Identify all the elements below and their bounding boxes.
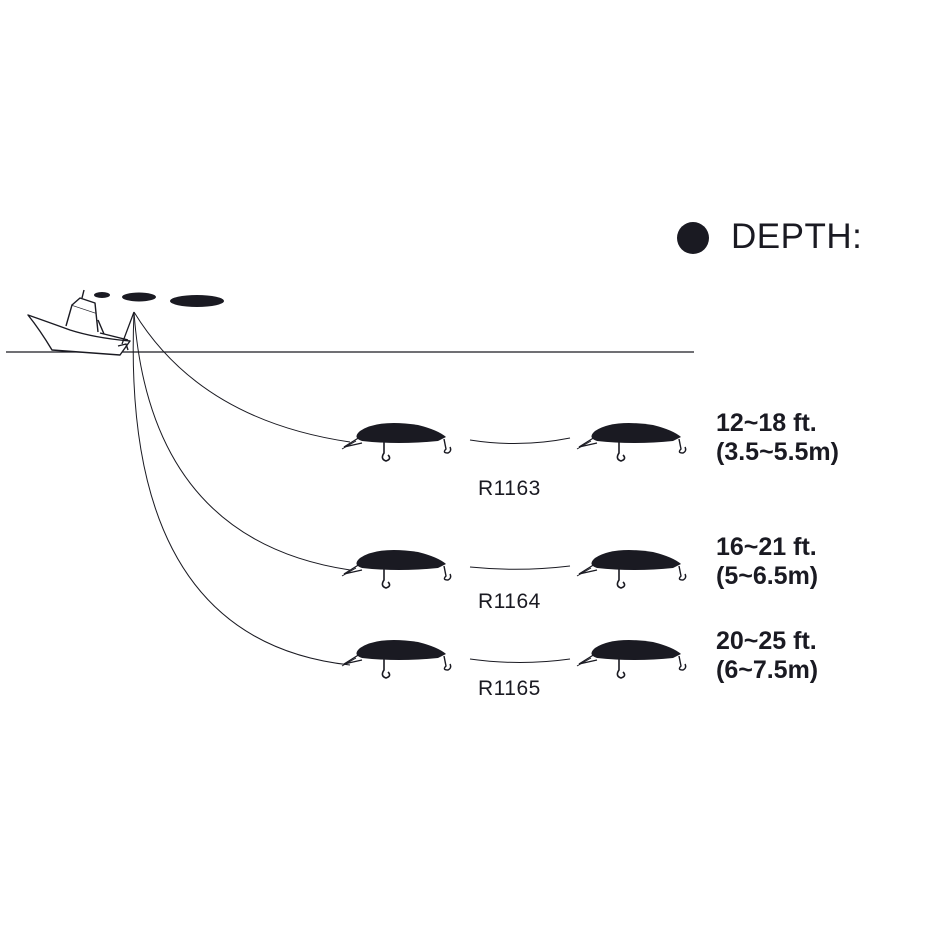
boat-icon: [27, 289, 131, 356]
fishing-lines: [132, 311, 351, 666]
depth-ft-r1163: 12~18 ft.: [716, 409, 817, 437]
model-label-r1164: R1164: [478, 590, 541, 613]
depth-m-r1163: (3.5~5.5m): [716, 438, 839, 466]
lure-icon-r1164-right: [576, 549, 687, 589]
line-to-r1165: [132, 311, 351, 666]
model-label-r1165: R1165: [478, 677, 541, 700]
lure-icon-r1163-left: [341, 422, 452, 462]
connector-r1164: [469, 565, 571, 570]
depth-label-r1165: 20~25 ft. (6~7.5m): [716, 627, 818, 685]
lure-icon-r1164-left: [341, 549, 452, 589]
depth-legend-icon: [677, 222, 709, 254]
depth-m-r1164: (5~6.5m): [716, 562, 819, 590]
connector-r1165: [469, 658, 571, 663]
depth-ft-r1165: 20~25 ft.: [716, 627, 817, 655]
lure-icon-r1165-left: [341, 639, 452, 679]
depth-oval-medium: [122, 292, 156, 302]
model-label-r1163: R1163: [478, 477, 541, 500]
rod-icon: [121, 311, 135, 345]
depth-oval-small: [94, 292, 110, 298]
depth-legend-label: DEPTH:: [731, 217, 863, 256]
line-to-r1164: [133, 311, 351, 571]
connector-r1163: [469, 437, 571, 445]
depth-oval-large: [170, 295, 224, 307]
depth-label-r1163: 12~18 ft. (3.5~5.5m): [716, 409, 839, 467]
lure-icon-r1165-right: [576, 639, 687, 679]
line-to-r1163: [133, 311, 351, 443]
lure-icon-r1163-right: [576, 422, 687, 462]
depth-m-r1165: (6~7.5m): [716, 656, 819, 684]
depth-ft-r1164: 16~21 ft.: [716, 533, 817, 561]
depth-label-r1164: 16~21 ft. (5~6.5m): [716, 533, 818, 591]
